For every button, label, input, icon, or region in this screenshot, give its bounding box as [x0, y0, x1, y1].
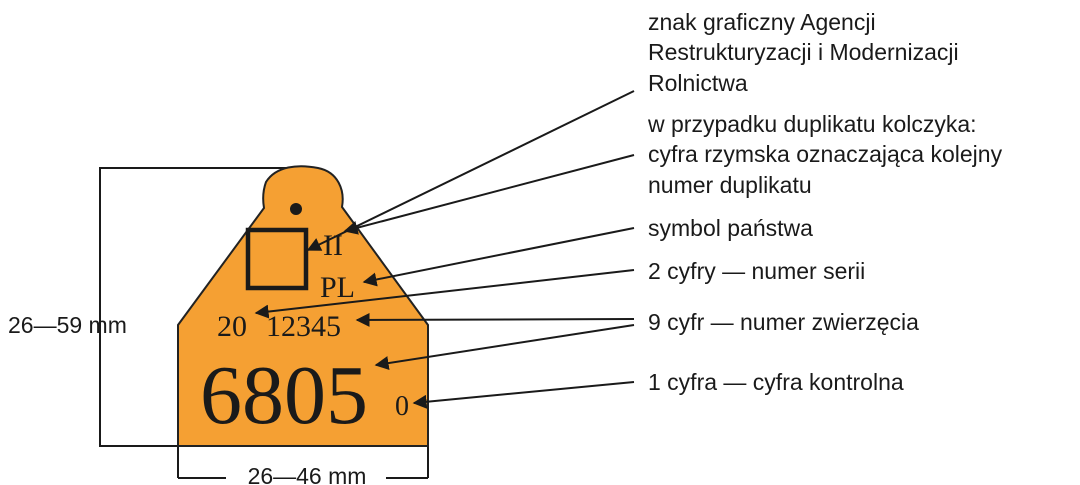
- leader-arrows: [254, 90, 635, 409]
- annotation-logo-line-2: Restrukturyzacji i Modernizacji: [648, 39, 959, 65]
- arrow-series: [254, 269, 635, 319]
- annotation-animal: 9 cyfr — numer zwierzęcia: [648, 309, 919, 335]
- animal-number: 12345: [266, 310, 341, 343]
- annotation-country: symbol państwa: [648, 215, 813, 241]
- arrow-duplicate: [343, 154, 635, 235]
- annotation-duplicate: w przypadku duplikatu kolczyka: cyfra rz…: [647, 111, 1008, 198]
- annotation-logo-line-1: znak graficzny Agencji: [648, 9, 876, 35]
- annotation-series: 2 cyfry — numer serii: [648, 258, 865, 284]
- annotation-logo-line-3: Rolnictwa: [648, 70, 748, 96]
- logo-square-icon: [245, 227, 309, 291]
- annotation-logo: znak graficzny Agencji Restrukturyzacji …: [648, 9, 965, 96]
- arrow-logo: [306, 90, 635, 251]
- height-label: 26—59 mm: [8, 312, 127, 338]
- width-label: 26—46 mm: [248, 463, 367, 485]
- height-dimension: [99, 167, 300, 447]
- annotation-duplicate-line-1: w przypadku duplikatu kolczyka:: [647, 111, 977, 137]
- duplicate-numeral: II: [323, 229, 343, 262]
- series-number: 20: [217, 310, 247, 343]
- annotation-check: 1 cyfra — cyfra kontrolna: [648, 369, 904, 395]
- ear-tag-body: [177, 165, 429, 447]
- big-animal-number: 6805: [200, 349, 368, 442]
- annotation-duplicate-line-2: cyfra rzymska oznaczająca kolejny: [648, 141, 1003, 167]
- check-digit: 0: [395, 391, 409, 422]
- arrow-animal-short: [355, 312, 635, 327]
- arrow-check: [412, 381, 635, 409]
- width-dimension: [177, 446, 429, 479]
- arrow-country: [362, 227, 635, 287]
- country-code: PL: [320, 271, 355, 304]
- arrow-animal-big: [374, 324, 635, 370]
- annotation-duplicate-line-3: numer duplikatu: [648, 172, 812, 198]
- mounting-hole: [290, 203, 302, 215]
